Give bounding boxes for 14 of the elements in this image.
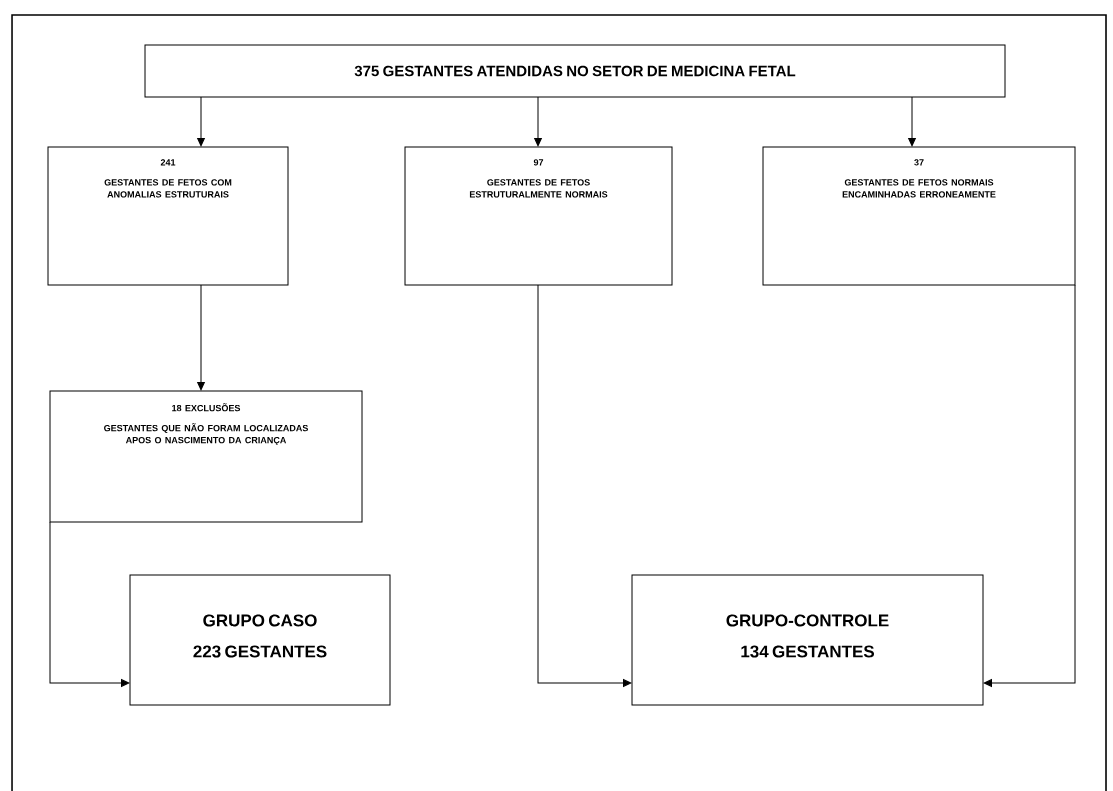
header-box: 375 GESTANTES ATENDIDAS NO SETOR DE MEDICINA FETAL (144, 44, 1006, 98)
arrow (197, 96, 205, 147)
category-box: 37 GESTANTES DE FETOS NORMAIS ENCAMINHADAS ERRONEAMENTE (762, 146, 1076, 286)
arrow (537, 284, 632, 687)
arrow (197, 284, 205, 391)
arrow (908, 96, 916, 147)
category-box: 18 EXCLUSÕES GESTANTES QUE NÃO FORAM LOCALIZADAS APOS O NASCIMENTO DA CRIANÇA (49, 390, 363, 523)
category-box: 97 GESTANTES DE FETOS ESTRUTURALMENTE NORMAIS (404, 146, 673, 286)
arrow (49, 521, 130, 687)
category-box: 241 GESTANTES DE FETOS COM ANOMALIAS ESTRUTURAIS (47, 146, 289, 286)
arrow (534, 96, 542, 147)
group-box: GRUPO CASO 223 GESTANTES (129, 574, 391, 706)
group-box: GRUPO-CONTROLE 134 GESTANTES (631, 574, 984, 706)
arrow (983, 284, 1076, 687)
